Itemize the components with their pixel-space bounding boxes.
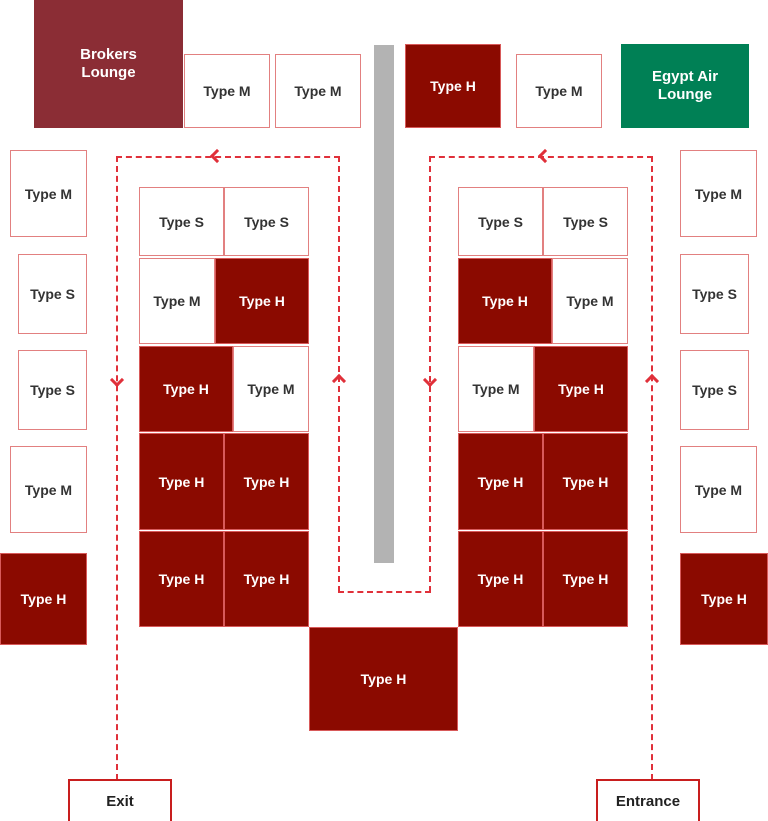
booth-left-wall-4[interactable]: Type M: [10, 446, 87, 533]
booth-right-wall-2[interactable]: Type S: [680, 254, 749, 334]
booth-top-1[interactable]: Type M: [184, 54, 270, 128]
booth-left-island-r5c1[interactable]: Type H: [139, 531, 224, 627]
chevron-up-icon: [331, 373, 347, 389]
center-pillar: [374, 45, 394, 563]
booth-left-wall-2[interactable]: Type S: [18, 254, 87, 334]
brokers-lounge[interactable]: Brokers Lounge: [34, 0, 183, 128]
path-center-bottom: [338, 591, 431, 593]
booth-top-2[interactable]: Type M: [275, 54, 361, 128]
entrance-door[interactable]: Entrance: [596, 779, 700, 821]
exit-door[interactable]: Exit: [68, 779, 172, 821]
booth-right-wall-3[interactable]: Type S: [680, 350, 749, 430]
path-left-top: [116, 156, 340, 158]
booth-left-island-r1c2[interactable]: Type S: [224, 187, 309, 256]
booth-right-island-r1c2[interactable]: Type S: [543, 187, 628, 256]
booth-left-island-r3c1[interactable]: Type H: [139, 346, 233, 432]
booth-right-island-r4c2[interactable]: Type H: [543, 433, 628, 530]
booth-right-wall-1[interactable]: Type M: [680, 150, 757, 237]
path-left-inner: [338, 156, 340, 592]
booth-left-wall-5[interactable]: Type H: [0, 553, 87, 645]
booth-right-island-r2c2[interactable]: Type M: [552, 258, 628, 344]
egypt-air-lounge[interactable]: Egypt Air Lounge: [621, 44, 749, 128]
path-right-inner: [429, 156, 431, 592]
booth-right-island-r4c1[interactable]: Type H: [458, 433, 543, 530]
booth-right-island-r3c1[interactable]: Type M: [458, 346, 534, 432]
booth-center-bottom[interactable]: Type H: [309, 627, 458, 731]
booth-right-island-r2c1[interactable]: Type H: [458, 258, 552, 344]
booth-left-wall-1[interactable]: Type M: [10, 150, 87, 237]
booth-left-island-r3c2[interactable]: Type M: [233, 346, 309, 432]
booth-left-wall-3[interactable]: Type S: [18, 350, 87, 430]
booth-right-wall-5[interactable]: Type H: [680, 553, 768, 645]
booth-left-island-r2c2[interactable]: Type H: [215, 258, 309, 344]
booth-left-island-r4c2[interactable]: Type H: [224, 433, 309, 530]
booth-top-3[interactable]: Type H: [405, 44, 501, 128]
booth-right-island-r3c2[interactable]: Type H: [534, 346, 628, 432]
booth-left-island-r2c1[interactable]: Type M: [139, 258, 215, 344]
booth-top-4[interactable]: Type M: [516, 54, 602, 128]
booth-left-island-r5c2[interactable]: Type H: [224, 531, 309, 627]
booth-left-island-r4c1[interactable]: Type H: [139, 433, 224, 530]
path-left-outer: [116, 156, 118, 780]
chevron-left-icon: [537, 148, 553, 164]
chevron-up-icon: [644, 373, 660, 389]
path-right-top: [429, 156, 653, 158]
chevron-down-icon: [109, 372, 125, 388]
booth-right-island-r5c2[interactable]: Type H: [543, 531, 628, 627]
chevron-down-icon: [422, 372, 438, 388]
path-right-outer: [651, 156, 653, 780]
booth-right-island-r1c1[interactable]: Type S: [458, 187, 543, 256]
booth-left-island-r1c1[interactable]: Type S: [139, 187, 224, 256]
booth-right-island-r5c1[interactable]: Type H: [458, 531, 543, 627]
booth-right-wall-4[interactable]: Type M: [680, 446, 757, 533]
chevron-left-icon: [209, 148, 225, 164]
